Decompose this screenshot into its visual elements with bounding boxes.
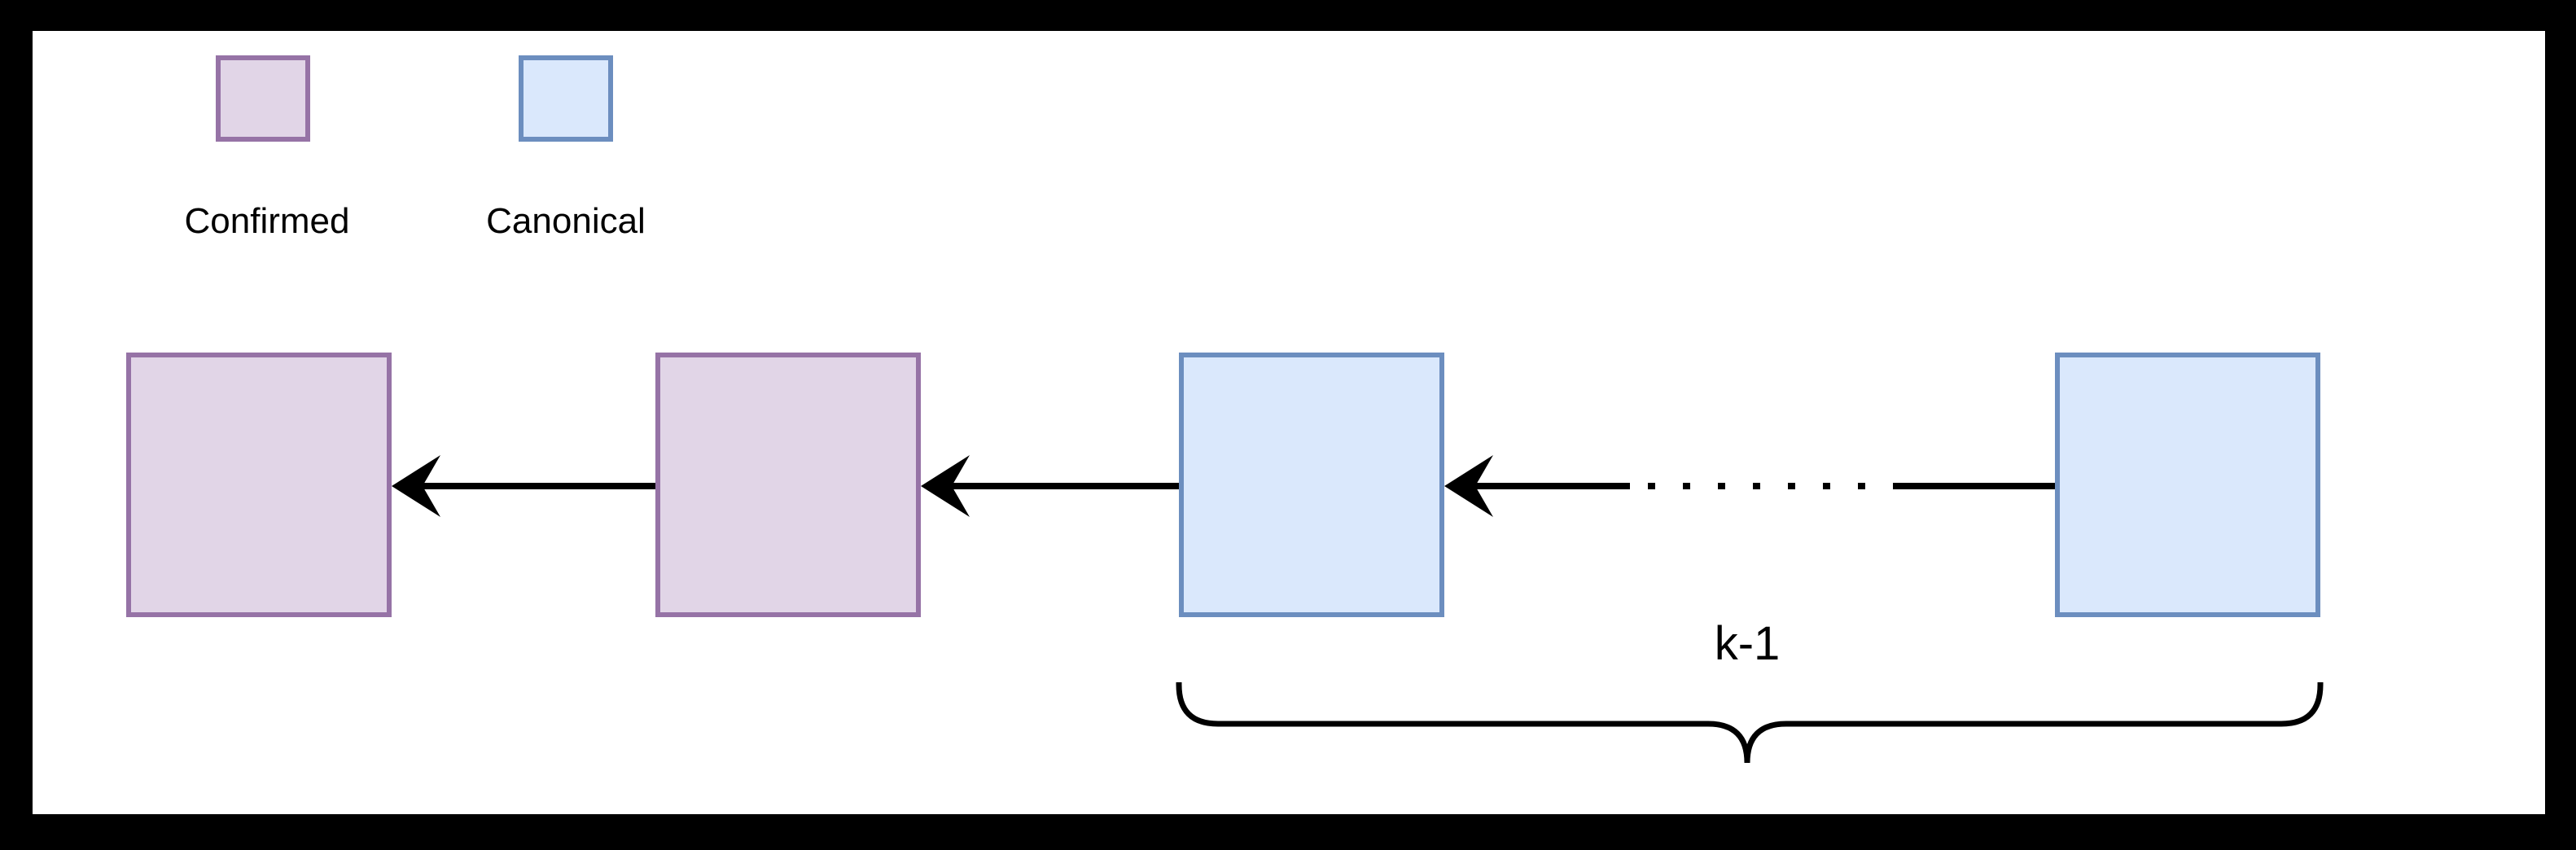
edge-2-to-1: [392, 455, 655, 517]
diagram-canvas: Confirmed Canonical k-1: [33, 31, 2545, 814]
block-confirmed-2[interactable]: [655, 353, 921, 617]
block-canonical-last[interactable]: [2055, 353, 2320, 617]
arrow-head-icon: [921, 455, 970, 517]
curly-brace-icon: [1176, 682, 2324, 764]
legend-label-canonical: Canonical: [486, 201, 646, 241]
legend-label-confirmed: Confirmed: [184, 201, 350, 241]
legend-swatch-confirmed: [216, 55, 310, 142]
arrow-head-icon: [1444, 455, 1493, 517]
block-canonical-1[interactable]: [1179, 353, 1444, 617]
edge-3-to-2: [921, 455, 1179, 517]
edge-4-to-3: [1444, 455, 2055, 517]
brace-label-k-minus-1: k-1: [1714, 617, 1781, 670]
block-confirmed-1[interactable]: [126, 353, 392, 617]
arrow-head-icon: [392, 455, 440, 517]
brace-group: [1176, 682, 2324, 764]
legend-swatch-canonical: [519, 55, 613, 142]
